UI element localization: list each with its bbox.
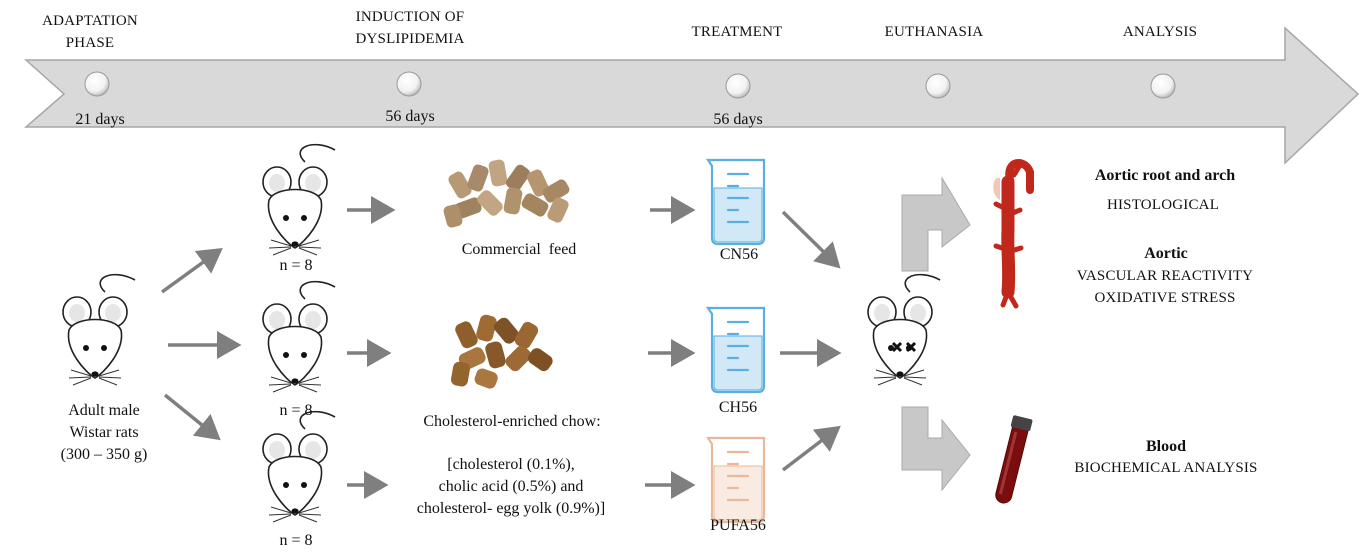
beaker-icon-ch56 [706, 306, 766, 394]
rat-icon-group-2 [262, 280, 336, 393]
beaker-icon-cn56 [706, 158, 766, 246]
start-line1: Adult male [68, 402, 140, 419]
beaker-icon-pufa56 [706, 436, 766, 524]
ch56-label: CH56 [718, 399, 758, 416]
phase-2-title-line1: INDUCTION OF [355, 9, 465, 25]
phase-2-title-line2: DYSLIPIDEMIA [355, 31, 465, 47]
blood-method: BIOCHEMICAL ANALYSIS [1074, 460, 1258, 476]
cn56-label: CN56 [719, 246, 759, 263]
arrow-cn56-to-euth [781, 210, 841, 269]
blood-title: Blood [1145, 438, 1187, 455]
cholesterol-chow-composition: [cholesterol (0.1%), cholic acid (0.5%) … [417, 454, 605, 520]
phase-1-duration: 21 days [75, 111, 125, 128]
aortic-method-2: OXIDATIVE STRESS [1094, 290, 1236, 306]
composition-line2: cholic acid (0.5%) and [438, 478, 584, 495]
phase-4-title: EUTHANASIA [884, 24, 984, 40]
start-line2: Wistar rats [69, 424, 139, 441]
timeline-markers [84, 71, 1176, 99]
phase-2-duration: 56 days [385, 108, 435, 125]
rat-icon-group-1 [262, 143, 336, 256]
flow-arrows [160, 196, 842, 499]
euthanized-rat-icon [867, 273, 941, 386]
timeline-dot [925, 73, 951, 99]
phase-3-duration: 56 days [713, 111, 763, 128]
start-rats-label: Adult male Wistar rats (300 – 350 g) [61, 400, 148, 466]
composition-line3: cholesterol- egg yolk (0.9%)] [416, 500, 606, 517]
blood-tube-icon [995, 415, 1033, 504]
phase-1-title: ADAPTATION PHASE [42, 10, 138, 54]
bent-arrow-down [901, 406, 971, 492]
pufa56-label: PUFA56 [710, 517, 766, 534]
cholesterol-chow-image [450, 314, 553, 389]
phase-1-title-line1: ADAPTATION [42, 13, 138, 29]
aortic-root-method: HISTOLOGICAL [1106, 197, 1220, 213]
rat-icon-start [62, 273, 136, 386]
cholesterol-chow-title: Cholesterol-enriched chow: [423, 413, 601, 430]
aorta-icon [993, 159, 1034, 309]
composition-line1: [cholesterol (0.1%), [447, 456, 575, 473]
timeline-dot [725, 73, 751, 99]
group-3-n: n = 8 [279, 532, 313, 549]
arrow-start-to-group1 [160, 247, 223, 294]
group-2-n: n = 8 [279, 402, 313, 419]
start-line3: (300 – 350 g) [60, 446, 148, 463]
bent-arrow-up [901, 176, 971, 272]
timeline-dot [396, 71, 422, 97]
timeline-dot [1150, 73, 1176, 99]
aortic-root-title: Aortic root and arch [1094, 167, 1236, 184]
phase-5-title: ANALYSIS [1122, 24, 1198, 40]
phase-2-title: INDUCTION OF DYSLIPIDEMIA [355, 6, 464, 50]
commercial-feed-label: Commercial feed [461, 241, 577, 258]
phase-1-title-line2: PHASE [65, 35, 115, 51]
phase-3-title: TREATMENT [691, 24, 783, 40]
rat-icon-group-3 [262, 410, 336, 523]
timeline-dot [84, 71, 110, 97]
aortic-title: Aortic [1144, 245, 1188, 262]
commercial-feed-image [443, 159, 570, 228]
arrow-pufa56-to-euth [781, 425, 841, 472]
group-1-n: n = 8 [279, 257, 313, 274]
aortic-method-1: VASCULAR REACTIVITY [1076, 268, 1254, 284]
timeline-arrow [23, 26, 1360, 165]
arrow-start-to-group3 [163, 393, 221, 441]
